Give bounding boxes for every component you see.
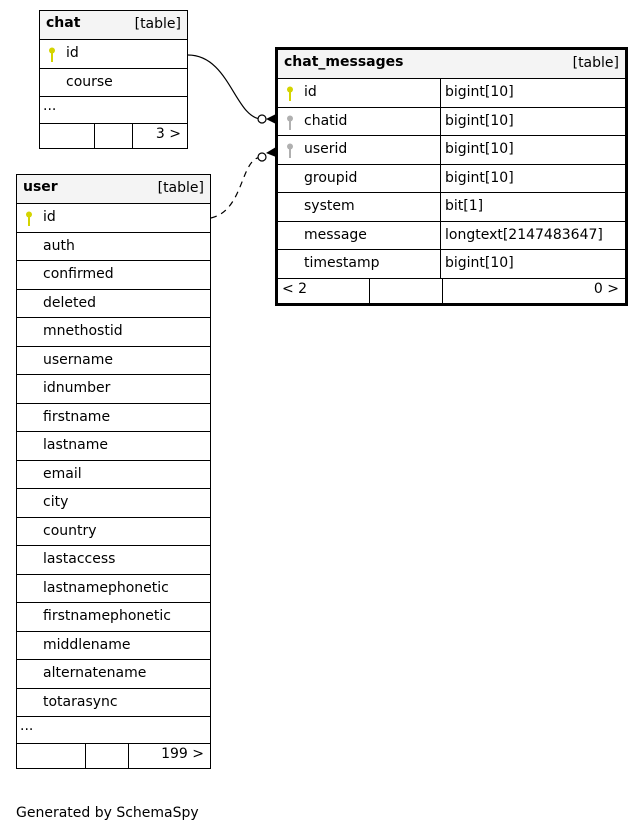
table-header: user [table] [17, 175, 210, 204]
column-type: bigint[10] [445, 255, 514, 271]
column-name: alternatename [43, 665, 147, 681]
column-row: confirmed [17, 261, 210, 290]
column-name: deleted [43, 294, 96, 311]
column-row: timestamp bigint[10] [278, 250, 625, 279]
column-row: idnumber [17, 375, 210, 404]
column-row: country [17, 518, 210, 546]
column-name: idnumber [43, 380, 111, 396]
children-count[interactable]: 0 > [593, 280, 619, 297]
column-row: message longtext[2147483647] [278, 221, 625, 250]
column-name: username [43, 351, 113, 368]
column-row: id bigint[10] [278, 79, 625, 108]
column-name: groupid [304, 169, 358, 186]
column-name: chatid [304, 112, 348, 129]
column-name: message [304, 226, 367, 243]
column-name: firstnamephonetic [43, 608, 171, 624]
column-name: id [43, 209, 56, 225]
column-type: longtext[2147483647] [445, 226, 603, 243]
column-row: system bit[1] [278, 193, 625, 222]
primary-key-icon [287, 86, 293, 101]
table-kind: [table] [157, 180, 204, 196]
column-row: alternatename [17, 660, 210, 689]
column-name: timestamp [304, 255, 380, 271]
column-name: id [66, 45, 79, 61]
table-name: chat [46, 15, 81, 31]
table-chat-messages[interactable]: chat_messages [table] id bigint[10] chat… [275, 47, 628, 306]
primary-key-icon [26, 211, 32, 226]
generated-by-label: Generated by SchemaSpy [16, 805, 199, 821]
table-header: chat [table] [40, 11, 187, 40]
table-name: user [23, 179, 58, 195]
table-user[interactable]: user [table] id auth confirmed deleted m… [16, 174, 211, 769]
column-type: bit[1] [445, 198, 484, 214]
table-header: chat_messages [table] [278, 50, 625, 79]
column-name: city [43, 494, 69, 510]
column-row: middlename [17, 632, 210, 660]
column-row: city [17, 489, 210, 518]
column-row: course [40, 69, 187, 97]
table-kind: [table] [134, 16, 181, 32]
parents-count[interactable]: < 2 [282, 280, 308, 297]
column-name: firstname [43, 408, 111, 425]
column-row: groupid bigint[10] [278, 164, 625, 193]
column-row: id [40, 40, 187, 69]
column-name: country [43, 522, 97, 539]
column-type: bigint[10] [445, 141, 514, 157]
column-name: auth [43, 237, 75, 254]
column-row: lastname [17, 432, 210, 461]
children-count[interactable]: 199 > [161, 746, 204, 762]
foreign-key-icon [287, 115, 293, 130]
column-row: totarasync [17, 689, 210, 717]
column-row: firstnamephonetic [17, 603, 210, 632]
column-name: email [43, 465, 82, 482]
column-row: mnethostid [17, 318, 210, 347]
more-columns: ... [17, 717, 210, 744]
column-row: id [17, 204, 210, 233]
foreign-key-icon [287, 143, 293, 158]
column-name: lastnamephonetic [43, 579, 169, 596]
column-name: lastname [43, 437, 108, 453]
table-footer: < 2 0 > [278, 278, 625, 303]
column-name: totarasync [43, 693, 118, 710]
table-chat[interactable]: chat [table] id course ... 3 > [39, 10, 188, 149]
column-name: system [304, 198, 355, 214]
column-name: middlename [43, 636, 131, 653]
column-row: deleted [17, 290, 210, 318]
table-name: chat_messages [284, 54, 404, 70]
table-kind: [table] [572, 55, 619, 71]
table-footer: 3 > [40, 124, 187, 148]
column-name: lastaccess [43, 551, 116, 567]
more-columns: ... [40, 97, 187, 124]
column-type: bigint[10] [445, 169, 514, 186]
column-row: auth [17, 233, 210, 261]
column-name: confirmed [43, 266, 114, 282]
primary-key-icon [49, 47, 55, 62]
column-name: userid [304, 141, 348, 157]
column-row: username [17, 347, 210, 375]
column-name: course [66, 73, 113, 90]
column-row: lastnamephonetic [17, 575, 210, 603]
column-name: mnethostid [43, 323, 123, 339]
children-count[interactable]: 3 > [155, 126, 181, 142]
column-row: email [17, 461, 210, 489]
column-row: firstname [17, 404, 210, 432]
column-row: chatid bigint[10] [278, 107, 625, 136]
column-type: bigint[10] [445, 84, 514, 100]
table-footer: 199 > [17, 744, 210, 768]
column-type: bigint[10] [445, 112, 514, 129]
column-row: lastaccess [17, 546, 210, 575]
column-name: id [304, 84, 317, 100]
column-row: userid bigint[10] [278, 136, 625, 165]
